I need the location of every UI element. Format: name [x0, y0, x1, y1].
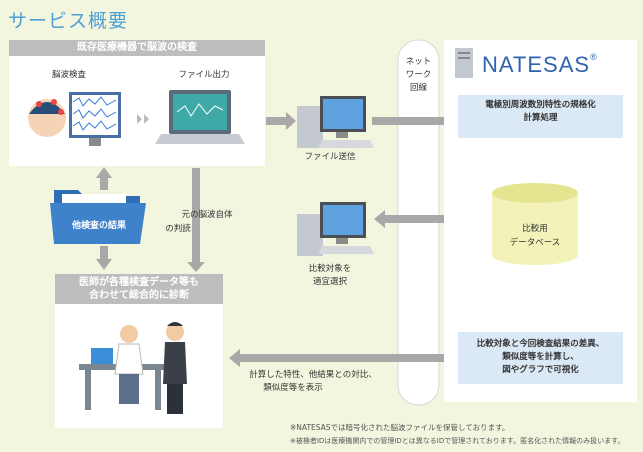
page-title: サービス概要 — [8, 10, 129, 32]
arrow-to-natesas — [372, 112, 455, 130]
network-label-1: ネット — [405, 57, 432, 67]
normalize-line-2: 計算処理 — [523, 113, 558, 123]
eeg-monitor-icon — [28, 90, 245, 146]
natesas-logo-text: NATESAS — [482, 52, 591, 77]
natesas-logo-mark: ® — [590, 52, 598, 62]
eeg-exam-panel-header: 既存医療機器で脳波の検査 — [9, 40, 265, 56]
file-output-label: ファイル出力 — [178, 70, 230, 80]
diagnosis-header-line-2: 合わせて総合的に診断 — [89, 290, 189, 301]
compare-line-3: 図やグラフで可視化 — [502, 365, 579, 375]
network-label-3: 回線 — [409, 83, 427, 93]
normalize-box: 電極別周波数別特性の規格化 計算処理 — [458, 95, 623, 138]
arrow-to-diagnosis — [229, 349, 460, 367]
compare-select-label-1: 比較対象を — [308, 264, 352, 274]
judgment-label-1: 元の脳波自体 — [181, 210, 233, 220]
arrow-folder-up — [96, 167, 112, 190]
database-label-2: データベース — [509, 238, 561, 248]
judgment-label-2: の判読 — [165, 224, 191, 234]
network-label-2: ワーク — [405, 70, 432, 80]
compare-line-1: 比較対象と今回検査結果の差異、 — [476, 339, 605, 349]
file-send-label: ファイル送信 — [304, 152, 356, 162]
result-label-1: 計算した特性、他結果との対比、 — [249, 370, 377, 380]
diagnosis-header-line-1: 医師が各種検査データ等も — [79, 277, 199, 288]
other-exam-folder-label: 他検査の結果 — [71, 221, 126, 231]
natesas-logo: NATESAS® — [482, 52, 598, 78]
note-1: ※NATESASでは暗号化された脳波ファイルを保管しております。 — [290, 423, 510, 432]
compare-line-2: 類似度等を計算し、 — [502, 352, 579, 362]
eeg-exam-panel: 既存医療機器で脳波の検査 脳波検査 ファイル出力 — [9, 40, 265, 166]
compare-box: 比較対象と今回検査結果の差異、 類似度等を計算し、 図やグラフで可視化 — [458, 332, 623, 384]
note-2: ※被検者IDは医療機関内での管理IDとは異なるIDで管理されております。匿名化さ… — [290, 437, 625, 445]
normalize-line-1: 電極別周波数別特性の規格化 — [485, 100, 596, 110]
diagnosis-panel: 医師が各種検査データ等も 合わせて総合的に診断 — [55, 274, 223, 428]
result-label-2: 類似度等を表示 — [263, 383, 323, 393]
arrow-folder-down — [96, 246, 112, 270]
database-label-1: 比較用 — [522, 224, 548, 234]
eeg-exam-label: 脳波検査 — [51, 70, 86, 80]
doctor-patient-illustration — [79, 322, 187, 414]
diagnosis-panel-header: 医師が各種検査データ等も 合わせて総合的に診断 — [55, 274, 223, 304]
arrow-judgment — [187, 168, 205, 272]
compare-select-label-2: 適宜選択 — [312, 277, 347, 287]
arrow-to-file-send — [266, 112, 296, 130]
